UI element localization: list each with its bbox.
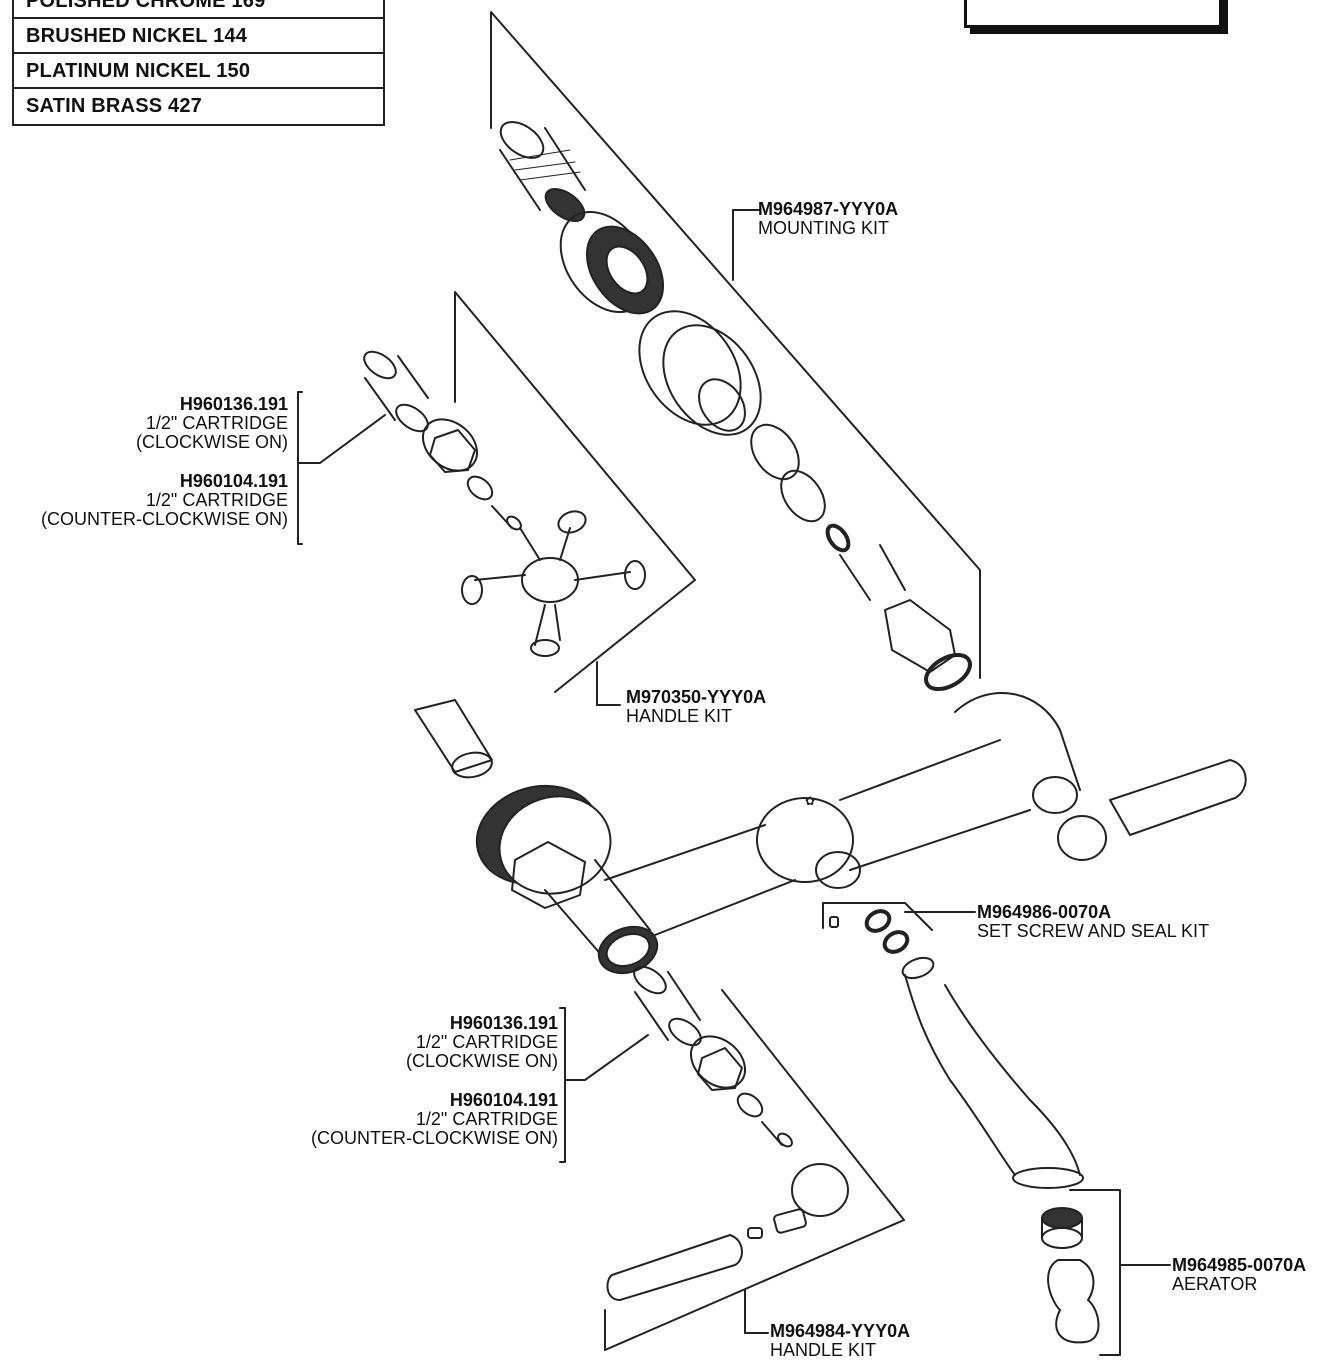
part-rotation: (CLOCKWISE ON) <box>405 1051 558 1071</box>
finish-row: SATIN BRASS 427 <box>26 95 203 117</box>
lower-cartridge-bracket <box>559 1007 649 1163</box>
mounting-kit-label: M964987-YYY0A MOUNTING KIT <box>758 200 898 238</box>
lower-cartridge-part <box>633 965 793 1148</box>
part-number: H960136.191 <box>449 1013 558 1033</box>
finish-options-table: POLISHED CHROME 169 BRUSHED NICKEL 144 P… <box>12 0 385 126</box>
part-number: M970350-YYY0A <box>626 687 767 707</box>
handle-kit-cross-bracket <box>454 291 696 706</box>
finish-row: BRUSHED NICKEL 144 <box>14 19 383 54</box>
model-number-box: D364384YYY <box>964 0 1222 28</box>
part-rotation: (COUNTER-CLOCKWISE ON) <box>41 509 288 529</box>
part-description: AERATOR <box>1172 1274 1258 1294</box>
lever-handle-part <box>606 1163 849 1301</box>
aerator-part <box>1041 1207 1100 1344</box>
mounting-nipple-part <box>499 121 586 222</box>
escutcheon-flange-part <box>638 310 762 436</box>
spout-part <box>901 956 1084 1189</box>
aerator-label: M964985-0070A AERATOR <box>1172 1256 1306 1294</box>
lower-cartridge-cw-label: H960136.191 1/2" CARTRIDGE (CLOCKWISE ON… <box>406 1014 558 1071</box>
part-number: H960104.191 <box>449 1090 558 1110</box>
part-number: M964987-YYY0A <box>758 199 899 219</box>
part-number: M964986-0070A <box>977 902 1112 922</box>
part-size: 1/2" CARTRIDGE <box>415 1109 558 1129</box>
lower-cartridge-ccw-label: H960104.191 1/2" CARTRIDGE (COUNTER-CLOC… <box>311 1091 558 1148</box>
faucet-body-part: ✿ <box>414 692 1247 975</box>
aerator-bracket <box>1069 1189 1171 1356</box>
upper-cartridge-part <box>363 350 522 531</box>
part-size: 1/2" CARTRIDGE <box>145 490 288 510</box>
part-number: H960136.191 <box>179 394 288 414</box>
part-description: SET SCREW AND SEAL KIT <box>977 921 1210 941</box>
part-number: M964985-0070A <box>1172 1255 1307 1275</box>
part-description: HANDLE KIT <box>770 1340 877 1360</box>
cross-handle-part <box>461 510 646 657</box>
mounting-kit-bracket <box>490 11 981 679</box>
set-screw-kit-label: M964986-0070A SET SCREW AND SEAL KIT <box>977 903 1209 941</box>
set-screw-kit-bracket <box>822 902 976 931</box>
part-number: H960104.191 <box>179 471 288 491</box>
upper-cartridge-ccw-label: H960104.191 1/2" CARTRIDGE (COUNTER-CLOC… <box>41 472 288 529</box>
mounting-washer-part <box>559 210 665 315</box>
part-rotation: (CLOCKWISE ON) <box>135 432 288 452</box>
set-screw-part <box>829 909 910 954</box>
part-rotation: (COUNTER-CLOCKWISE ON) <box>311 1128 558 1148</box>
part-description: MOUNTING KIT <box>758 218 889 238</box>
upper-cartridge-bracket <box>297 391 386 545</box>
part-size: 1/2" CARTRIDGE <box>145 413 288 433</box>
handle-kit-lever-bracket <box>604 989 905 1351</box>
handle-kit-cross-label: M970350-YYY0A HANDLE KIT <box>626 688 766 726</box>
handle-kit-lever-label: M964984-YYY0A HANDLE KIT <box>770 1322 910 1360</box>
part-size: 1/2" CARTRIDGE <box>415 1032 558 1052</box>
upper-cartridge-cw-label: H960136.191 1/2" CARTRIDGE (CLOCKWISE ON… <box>136 395 288 452</box>
finish-row: PLATINUM NICKEL 150 <box>14 54 383 89</box>
svg-text:✿: ✿ <box>805 794 815 808</box>
part-description: HANDLE KIT <box>626 706 733 726</box>
finish-row: POLISHED CHROME 169 <box>14 0 383 19</box>
nut-and-rings-part <box>750 423 972 692</box>
part-number: M964984-YYY0A <box>770 1321 911 1341</box>
